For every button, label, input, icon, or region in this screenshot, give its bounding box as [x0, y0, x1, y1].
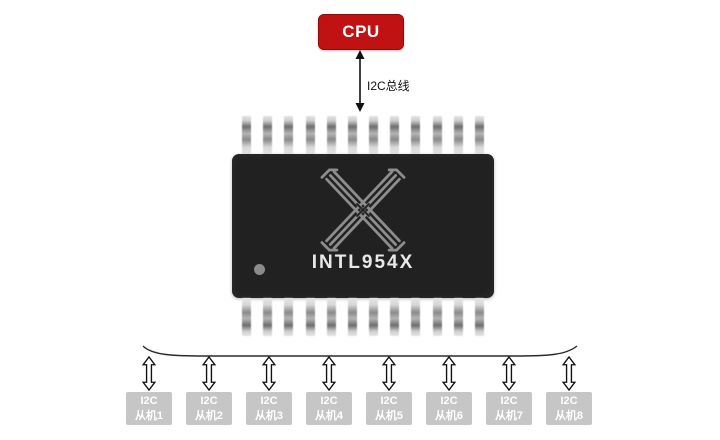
slave-box: I2C 从机4	[306, 392, 352, 425]
chip-pin	[326, 116, 336, 154]
chip-pin	[390, 298, 400, 336]
slave-label-line2: 从机4	[314, 409, 344, 422]
slave-label-line1: I2C	[200, 395, 218, 408]
slave-box: I2C 从机6	[426, 392, 472, 425]
chip-pin	[284, 116, 294, 154]
chip-pin	[326, 298, 336, 336]
chip-pin	[390, 116, 400, 154]
cpu-box: CPU	[318, 14, 404, 50]
slave-label-line2: 从机8	[554, 409, 584, 422]
chip-pin	[263, 298, 273, 336]
slave-box: I2C 从机1	[126, 392, 172, 425]
slave-label-line1: I2C	[320, 395, 338, 408]
slave-double-arrow-icon	[501, 356, 517, 391]
slave-label-line2: 从机6	[434, 409, 464, 422]
slave-double-arrow-icon	[561, 356, 577, 391]
slave-box: I2C 从机2	[186, 392, 232, 425]
slave-label-line2: 从机2	[194, 409, 224, 422]
cpu-label: CPU	[342, 22, 380, 41]
chip-pin	[474, 116, 484, 154]
slave-double-arrow-icon	[321, 356, 337, 391]
chip-pin-row-top	[232, 116, 494, 154]
bus-label: I2C总线	[367, 79, 410, 93]
slave-label-line1: I2C	[500, 395, 518, 408]
slave-double-arrow-icon	[141, 356, 157, 391]
slave-group-1: I2C 从机1	[126, 356, 172, 425]
chip-pin	[347, 298, 357, 336]
chip-pin	[369, 298, 379, 336]
chip-logo-icon	[320, 168, 406, 252]
chip-pin	[453, 116, 463, 154]
slave-label-line2: 从机1	[134, 409, 164, 422]
slave-double-arrow-icon	[261, 356, 277, 391]
slave-box: I2C 从机5	[366, 392, 412, 425]
slave-double-arrow-icon	[201, 356, 217, 391]
slave-label-line1: I2C	[560, 395, 578, 408]
chip-body: INTL954X	[232, 154, 494, 298]
slave-group-7: I2C 从机7	[486, 356, 532, 425]
slave-group-8: I2C 从机8	[546, 356, 592, 425]
slave-group-3: I2C 从机3	[246, 356, 292, 425]
slave-group-4: I2C 从机4	[306, 356, 352, 425]
chip-pin	[453, 298, 463, 336]
chip-pin	[284, 298, 294, 336]
chip-pin	[263, 116, 273, 154]
chip-pin	[369, 116, 379, 154]
chip-pin	[305, 116, 315, 154]
slave-box: I2C 从机8	[546, 392, 592, 425]
pin1-indicator-dot	[254, 264, 265, 275]
slave-box: I2C 从机3	[246, 392, 292, 425]
slave-row: I2C 从机1 I2C 从机2 I2C 从机3	[126, 356, 592, 425]
slave-label-line1: I2C	[380, 395, 398, 408]
slave-box: I2C 从机7	[486, 392, 532, 425]
slave-group-2: I2C 从机2	[186, 356, 232, 425]
chip-pin	[242, 116, 251, 154]
slave-label-line1: I2C	[260, 395, 278, 408]
chip-pin	[432, 116, 442, 154]
slave-double-arrow-icon	[381, 356, 397, 391]
slave-double-arrow-icon	[441, 356, 457, 391]
chip-part-number: INTL954X	[311, 252, 415, 273]
slave-group-6: I2C 从机6	[426, 356, 472, 425]
slave-label-line2: 从机7	[494, 409, 524, 422]
chip-pin	[242, 298, 251, 336]
chip-pin	[305, 298, 315, 336]
slave-label-line1: I2C	[440, 395, 458, 408]
chip-pin-row-bottom	[232, 298, 494, 336]
slave-label-line2: 从机5	[374, 409, 404, 422]
chip-pin	[474, 298, 484, 336]
slave-label-line2: 从机3	[254, 409, 284, 422]
chip-pin	[347, 116, 357, 154]
slave-label-line1: I2C	[140, 395, 158, 408]
cpu-bus-double-arrow-icon	[355, 50, 365, 112]
chip-pin	[411, 298, 421, 336]
slave-group-5: I2C 从机5	[366, 356, 412, 425]
chip-pin	[411, 116, 421, 154]
chip-pin	[432, 298, 442, 336]
